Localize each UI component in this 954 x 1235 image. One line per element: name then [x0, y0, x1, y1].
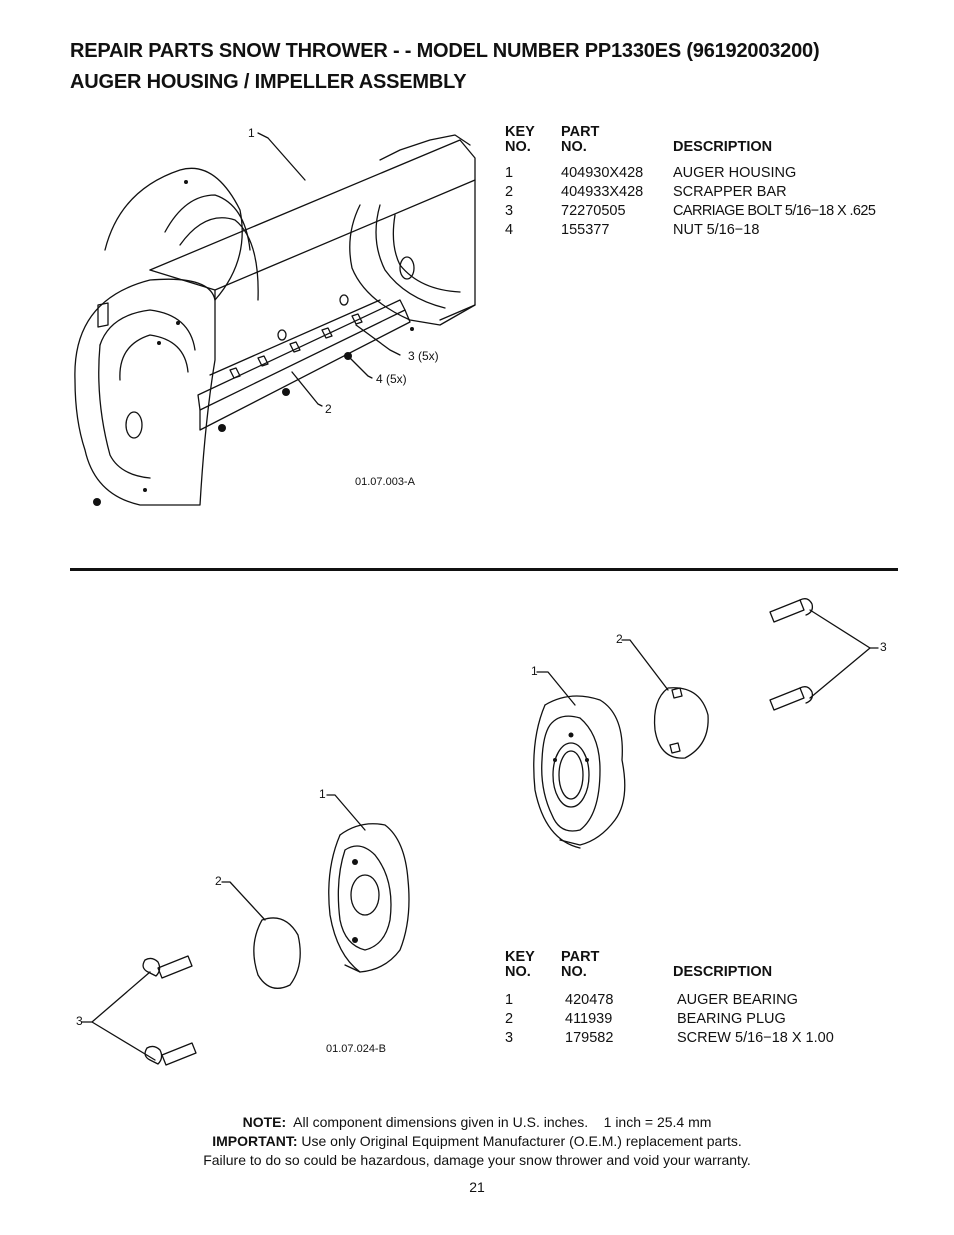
row-part: 404930X428: [561, 165, 644, 181]
header-part-line1: PART: [561, 124, 600, 140]
callout-1: 1: [248, 126, 255, 140]
row-key: 2: [505, 1011, 514, 1027]
header-part-line1: PART: [561, 949, 600, 965]
figure-code: 01.07.003-A: [355, 476, 415, 488]
row-desc: AUGER HOUSING: [673, 165, 797, 181]
row-key: 4: [505, 222, 514, 238]
header-description: DESCRIPTION: [673, 964, 773, 980]
header-part-line2: NO.: [561, 964, 587, 980]
callout-right-3: 3: [880, 640, 887, 654]
row-desc: SCREW 5/16−18 X 1.00: [677, 1030, 834, 1046]
row-desc: CARRIAGE BOLT 5/16−18 X .625: [673, 203, 876, 219]
table-row: 1: [505, 164, 513, 183]
callout-right-1: 1: [531, 664, 538, 678]
row-key: 1: [505, 992, 514, 1008]
callout-left-2: 2: [215, 874, 222, 888]
row-key: 2: [505, 184, 514, 200]
important-text: Use only Original Equipment Manufacturer…: [301, 1133, 742, 1149]
row-key: 3: [505, 1030, 514, 1046]
row-part: 72270505: [561, 203, 626, 219]
warning-line: Failure to do so could be hazardous, dam…: [203, 1152, 751, 1168]
header-key-line2: NO.: [505, 139, 531, 155]
figure-code: 01.07.024-B: [326, 1043, 386, 1055]
row-desc: SCRAPPER BAR: [673, 184, 787, 200]
row-part: 404933X428: [561, 184, 644, 200]
page-number: 21: [469, 1179, 485, 1195]
auger-housing-diagram: [74, 132, 476, 506]
row-part: 155377: [561, 222, 610, 238]
callout-2: 2: [325, 402, 332, 416]
header-key: KEY NO.: [505, 125, 535, 155]
parts-table-auger-housing: KEY NO. PART NO. DESCRIPTION 1 404930X42…: [505, 125, 915, 245]
note-line: NOTE: All component dimensions given in …: [0, 1113, 954, 1132]
header-key-line2: NO.: [505, 964, 531, 980]
header-description: DESCRIPTION: [673, 139, 773, 155]
header-part-line2: NO.: [561, 139, 587, 155]
row-desc: AUGER BEARING: [677, 992, 798, 1008]
header-key-line1: KEY: [505, 124, 535, 140]
row-part: 411939: [565, 1011, 613, 1027]
header-key-line1: KEY: [505, 949, 535, 965]
note-text: All component dimensions given in U.S. i…: [293, 1114, 712, 1130]
callout-right-2: 2: [616, 632, 623, 646]
header-part: PART NO.: [561, 125, 599, 155]
important-line: IMPORTANT: Use only Original Equipment M…: [0, 1132, 954, 1151]
page-title-line2: AUGER HOUSING / IMPELLER ASSEMBLY: [70, 71, 467, 93]
header-key: KEY NO.: [505, 950, 535, 980]
section-divider: [70, 568, 898, 571]
callout-3: 3 (5x): [408, 349, 439, 363]
row-desc: NUT 5/16−18: [673, 222, 760, 238]
page-title-line1: REPAIR PARTS SNOW THROWER - - MODEL NUMB…: [70, 40, 820, 62]
row-key: 1: [505, 165, 514, 181]
row-part: 179582: [565, 1030, 614, 1046]
row-desc: BEARING PLUG: [677, 1011, 786, 1027]
note-label: NOTE:: [242, 1114, 287, 1130]
callout-4: 4 (5x): [376, 372, 407, 386]
row-part: 420478: [565, 992, 614, 1008]
auger-bearing-diagram: [81, 598, 879, 1066]
callout-left-1: 1: [319, 787, 326, 801]
row-key: 3: [505, 203, 514, 219]
header-part: PART NO.: [561, 950, 599, 980]
important-label: IMPORTANT:: [212, 1133, 298, 1149]
parts-table-auger-bearing: KEY NO. PART NO. DESCRIPTION 1 420478 AU…: [505, 950, 915, 1050]
callout-left-3: 3: [76, 1014, 83, 1028]
